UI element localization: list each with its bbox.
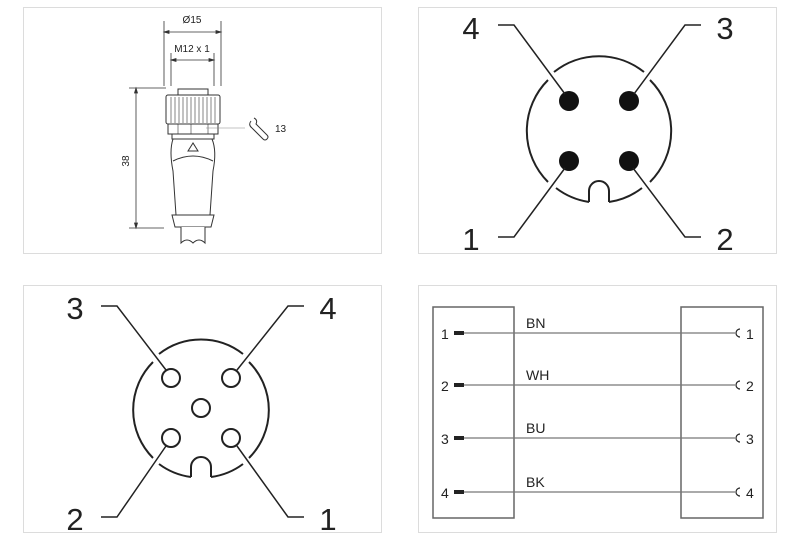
pin-3: [619, 91, 639, 111]
wrench-icon: [249, 117, 269, 141]
pin-label-2: 2: [716, 222, 733, 257]
wire-color-bn: BN: [526, 315, 545, 331]
hole-label-4: 4: [319, 291, 336, 326]
dimension-drawing-panel: Ø15 M12 x 1 38 13: [23, 7, 382, 254]
diameter-label: Ø15: [183, 15, 202, 26]
wire-color-bk: BK: [526, 474, 545, 490]
hole-label-1: 1: [319, 502, 336, 537]
pin-label-3: 3: [716, 11, 733, 46]
hole-4: [221, 368, 241, 388]
pin-4: [559, 91, 579, 111]
wire-3: [454, 433, 741, 443]
hole-2: [161, 428, 181, 448]
triangle-icon: [187, 142, 199, 152]
holes: [161, 368, 241, 448]
left-connector-box: [432, 306, 515, 519]
hole-3: [161, 368, 181, 388]
pin-label-1: 1: [462, 222, 479, 257]
wiring-diagram-panel: 1 2 3 4 BN WH BU BK 1 2 3 4: [418, 285, 777, 533]
wire-1: [454, 328, 741, 338]
wire-color-wh: WH: [526, 367, 549, 383]
wiring-diagram: 1 2 3 4 BN WH BU BK 1 2 3 4: [432, 306, 764, 519]
left-pin-3: 3: [441, 431, 449, 447]
right-pin-2: 2: [746, 378, 754, 394]
left-pin-4: 4: [441, 485, 449, 501]
connector-side-view: Ø15 M12 x 1 38 13: [121, 15, 287, 245]
wire-4: [454, 487, 741, 497]
hole-center: [191, 398, 211, 418]
wire-color-bu: BU: [526, 420, 545, 436]
hole-1: [221, 428, 241, 448]
wrench-size-label: 13: [275, 124, 287, 135]
wire-2: [454, 380, 741, 390]
male-pinout-diagram: 4 3 1 2: [462, 11, 733, 257]
left-pin-1: 1: [441, 326, 449, 342]
pin-2: [619, 151, 639, 171]
thread-label: M12 x 1: [174, 44, 210, 55]
female-pinout-diagram: 3 4 2 1: [66, 291, 336, 537]
pin-label-4: 4: [462, 11, 479, 46]
right-pin-4: 4: [746, 485, 754, 501]
right-pin-3: 3: [746, 431, 754, 447]
right-connector-box: [680, 306, 764, 519]
hole-label-3: 3: [66, 291, 83, 326]
female-pinout-panel: 3 4 2 1: [23, 285, 382, 537]
right-pin-1: 1: [746, 326, 754, 342]
male-pinout-panel: 4 3 1 2: [418, 7, 777, 257]
hole-label-2: 2: [66, 502, 83, 537]
left-pin-2: 2: [441, 378, 449, 394]
pin-1: [559, 151, 579, 171]
pins: [559, 91, 639, 171]
length-label: 38: [121, 155, 132, 167]
